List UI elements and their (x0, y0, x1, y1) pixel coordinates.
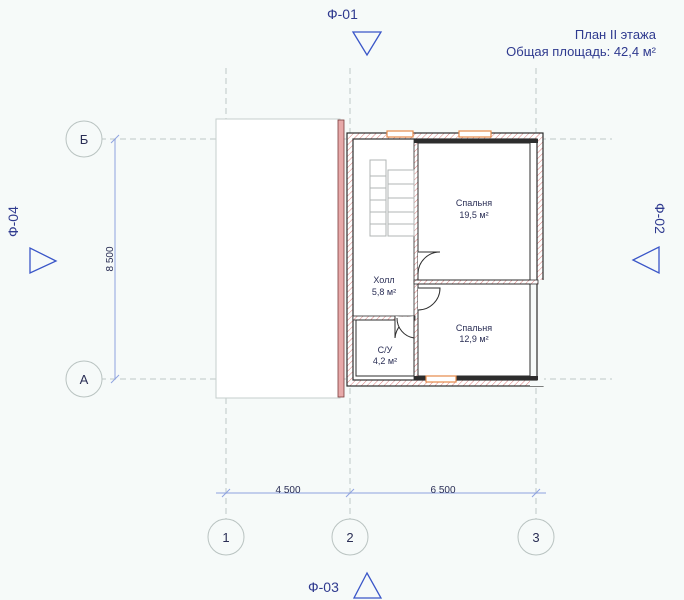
facade-label-bottom: Ф-03 (308, 579, 339, 595)
axis-label-a: А (80, 372, 89, 387)
room-name-hall: Холл (373, 275, 394, 285)
facade-marker-right-icon (631, 245, 660, 275)
axis-bubbles (65, 120, 555, 556)
facade-markers (29, 31, 660, 599)
balcony-railing (337, 119, 345, 398)
room-area-bedroom-2: 12,9 м² (459, 334, 488, 344)
facade-label-left: Ф-04 (5, 206, 21, 237)
facade-marker-bottom-icon (352, 571, 383, 599)
dimension-1-2: 4 500 (275, 485, 300, 496)
room-name-bedroom-2: Спальня (456, 323, 492, 333)
axis-label-b: Б (80, 132, 89, 147)
facade-label-top: Ф-01 (327, 6, 358, 22)
windows (386, 130, 492, 383)
facade-marker-left-icon (29, 246, 58, 275)
dimension-a-b: 8 500 (105, 246, 116, 271)
room-name-bathroom: С/У (378, 345, 393, 355)
room-area-bathroom: 4,2 м² (373, 356, 397, 366)
plan-total-area: Общая площадь: 42,4 м² (506, 44, 656, 59)
axis-label-1: 1 (222, 530, 229, 545)
staircase (369, 159, 415, 237)
facade-marker-top-icon (351, 31, 383, 57)
balcony-outline (215, 118, 341, 399)
room-name-bedroom-1: Спальня (456, 198, 492, 208)
doors (394, 251, 441, 339)
axis-label-3: 3 (532, 530, 539, 545)
facade-label-right: Ф-02 (652, 203, 668, 234)
room-area-bedroom-1: 19,5 м² (459, 210, 488, 220)
axis-label-2: 2 (346, 530, 353, 545)
interior-walls (352, 138, 539, 381)
room-area-hall: 5,8 м² (372, 287, 396, 297)
plan-title: План II этажа (575, 27, 657, 42)
dimension-lines (110, 134, 546, 498)
dimension-2-3: 6 500 (430, 485, 455, 496)
